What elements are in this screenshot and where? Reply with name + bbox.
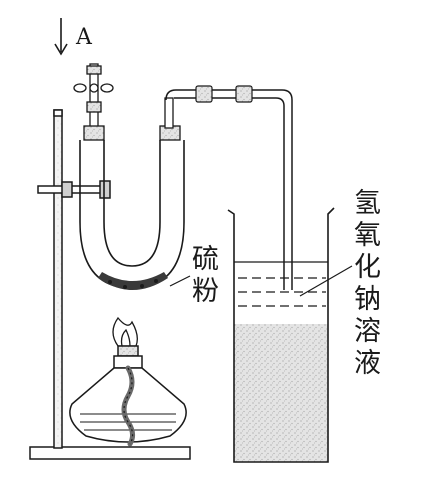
beaker: [227, 207, 335, 463]
sulfur-label-char-1: 硫: [192, 244, 219, 275]
stopcock: [73, 63, 114, 141]
naoh-liquid-surface: [238, 277, 326, 307]
u-tube: [79, 140, 185, 289]
iron-stand: [29, 109, 191, 460]
rubber-connectors: [195, 85, 253, 103]
gas-inlet-label: A: [75, 25, 93, 50]
naoh-label-char-4: 钠: [354, 284, 381, 315]
naoh-label-char-1: 氢: [354, 188, 381, 219]
naoh-pointer: [299, 265, 353, 297]
lamp-wick: [121, 365, 136, 447]
naoh-label-char-6: 液: [354, 348, 381, 379]
naoh-label-char-2: 氧: [354, 220, 381, 251]
sulfur-label-char-2: 粉: [192, 276, 219, 307]
sulfur-pointer: [169, 275, 191, 287]
gas-inlet-arrow: [54, 18, 68, 56]
naoh-label-char-5: 溶: [354, 316, 381, 347]
flame-icon: [112, 316, 138, 347]
right-stopper: [159, 97, 181, 141]
delivery-tube: [165, 89, 293, 290]
sulfur-powder: [98, 272, 168, 290]
naoh-label-char-3: 化: [354, 252, 381, 283]
